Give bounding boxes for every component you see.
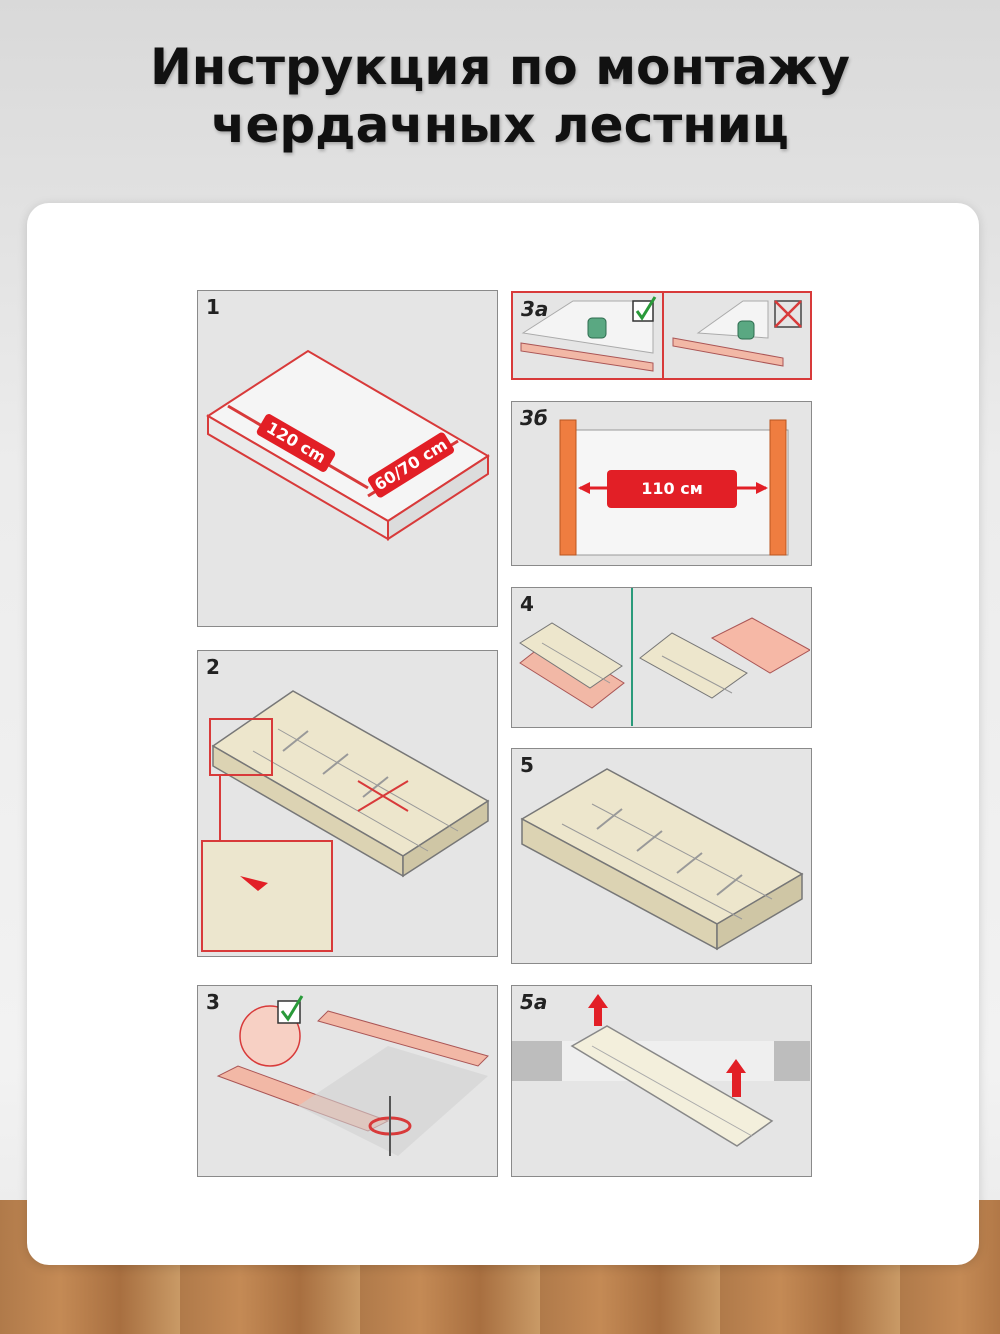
step-3-illustration xyxy=(216,995,489,1156)
step-5a-panel: 5а xyxy=(511,985,812,1177)
step-5-label: 5 xyxy=(520,753,534,777)
step-2-panel: 2 xyxy=(197,650,498,957)
step-4-panel: 4 xyxy=(511,587,812,728)
page-title: Инструкция по монтажу чердачных лестниц xyxy=(0,38,1000,154)
step-1-panel: 1 120 cm 60/70 cm xyxy=(197,290,498,627)
step-1-label: 1 xyxy=(206,295,220,319)
step-3-label: 3 xyxy=(206,990,220,1014)
step-3a-panel: 3а xyxy=(511,291,812,380)
step-3b-panel: 3б 110 см xyxy=(511,401,812,566)
step-3a-label: 3а xyxy=(521,297,549,321)
step-1-illustration xyxy=(206,349,490,541)
step-2-illustration xyxy=(201,690,490,952)
step-4-illustration xyxy=(519,588,810,726)
distance-dimension-tag: 110 см xyxy=(607,470,737,508)
instruction-card: 1 120 cm 60/70 cm 2 xyxy=(27,203,979,1265)
step-5a-label: 5а xyxy=(520,990,548,1014)
step-2-label: 2 xyxy=(206,655,220,679)
step-5-illustration xyxy=(520,768,804,951)
step-3b-label: 3б xyxy=(520,406,548,430)
step-4-label: 4 xyxy=(520,592,534,616)
step-5-panel: 5 xyxy=(511,748,812,964)
step-5a-illustration xyxy=(512,994,810,1147)
title-line-1: Инструкция по монтажу xyxy=(149,38,851,96)
title-line-2: чердачных лестниц xyxy=(211,96,789,154)
step-3-panel: 3 xyxy=(197,985,498,1177)
step-3a-illustration xyxy=(520,293,802,378)
